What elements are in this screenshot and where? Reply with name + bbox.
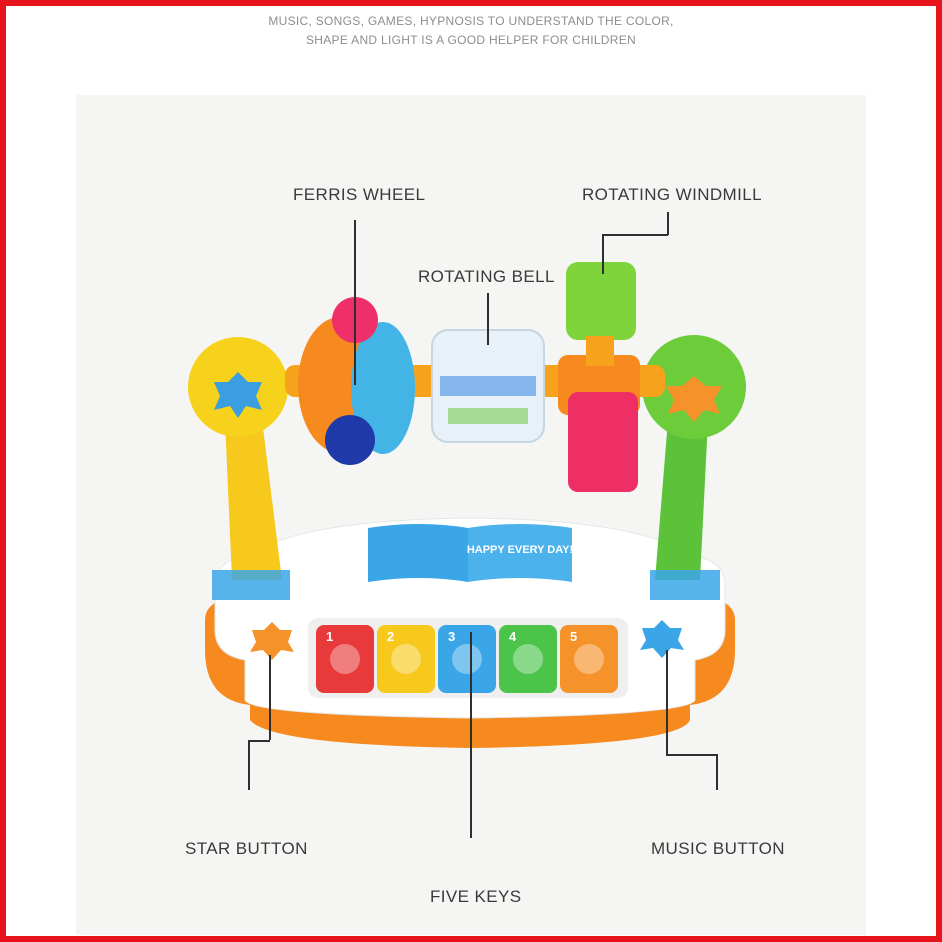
music-line-h (666, 754, 717, 756)
piano-key-number: 3 (448, 629, 455, 644)
book-panel (368, 524, 468, 582)
piano-key-2[interactable] (377, 625, 435, 693)
windmill-stem (586, 336, 614, 366)
monkey-icon (513, 644, 543, 674)
left-arm-collar (212, 570, 290, 600)
lion-icon (391, 644, 421, 674)
music-button-label: MUSIC BUTTON (651, 839, 785, 858)
right-arm (655, 420, 708, 580)
right-knob-star-icon (666, 376, 722, 422)
ferris-wheel-label: FERRIS WHEEL (293, 185, 426, 204)
ferris-wheel-navy-ball (325, 415, 375, 465)
piano-key-number: 2 (387, 629, 394, 644)
bell-beads (440, 376, 536, 396)
rotating-windmill-label: ROTATING WINDMILL (582, 185, 762, 204)
star-line-v2 (248, 740, 250, 790)
keys-line (470, 632, 472, 838)
book-panel-right (468, 524, 572, 582)
right-arm-collar (650, 570, 720, 600)
rotating-bell-label: ROTATING BELL (418, 267, 555, 286)
music-line-v1 (666, 650, 668, 754)
windmill-pink-blade (568, 392, 638, 492)
star-line-v1 (269, 655, 271, 740)
piano-key-4[interactable] (499, 625, 557, 693)
star-button-icon (250, 622, 294, 660)
bell-line (487, 293, 489, 345)
windmill-line-v1 (667, 212, 669, 235)
piano-key-3[interactable] (438, 625, 496, 693)
windmill-green-blade (566, 262, 636, 340)
music-button-icon (640, 620, 684, 658)
music-line-v2 (716, 754, 718, 790)
tagline-line-1: MUSIC, SONGS, GAMES, HYPNOSIS TO UNDERST… (268, 14, 674, 28)
left-arm (225, 420, 282, 580)
ferris-line (354, 220, 356, 385)
elephant-icon (330, 644, 360, 674)
rabbit-icon (452, 644, 482, 674)
windmill-line-h (602, 234, 668, 236)
piano-key-number: 5 (570, 629, 577, 644)
piano-key-number: 4 (509, 629, 517, 644)
five-keys-group: 1 2 3 4 5 (316, 625, 618, 693)
book-text: HAPPY EVERY DAY! (467, 544, 573, 556)
left-knob-star-icon (214, 372, 262, 418)
piano-key-5[interactable] (560, 625, 618, 693)
five-keys-label: FIVE KEYS (430, 887, 522, 906)
tagline-line-2: SHAPE AND LIGHT IS A GOOD HELPER FOR CHI… (305, 33, 637, 47)
star-line-h (248, 740, 270, 742)
windmill-line-v2 (602, 234, 604, 274)
piano-key-1[interactable] (316, 625, 374, 693)
bell-beads-green (448, 408, 528, 424)
star-button-label: STAR BUTTON (185, 839, 308, 858)
piano-key-number: 1 (326, 629, 333, 644)
ferris-wheel-blue (351, 322, 415, 454)
deer-icon (574, 644, 604, 674)
